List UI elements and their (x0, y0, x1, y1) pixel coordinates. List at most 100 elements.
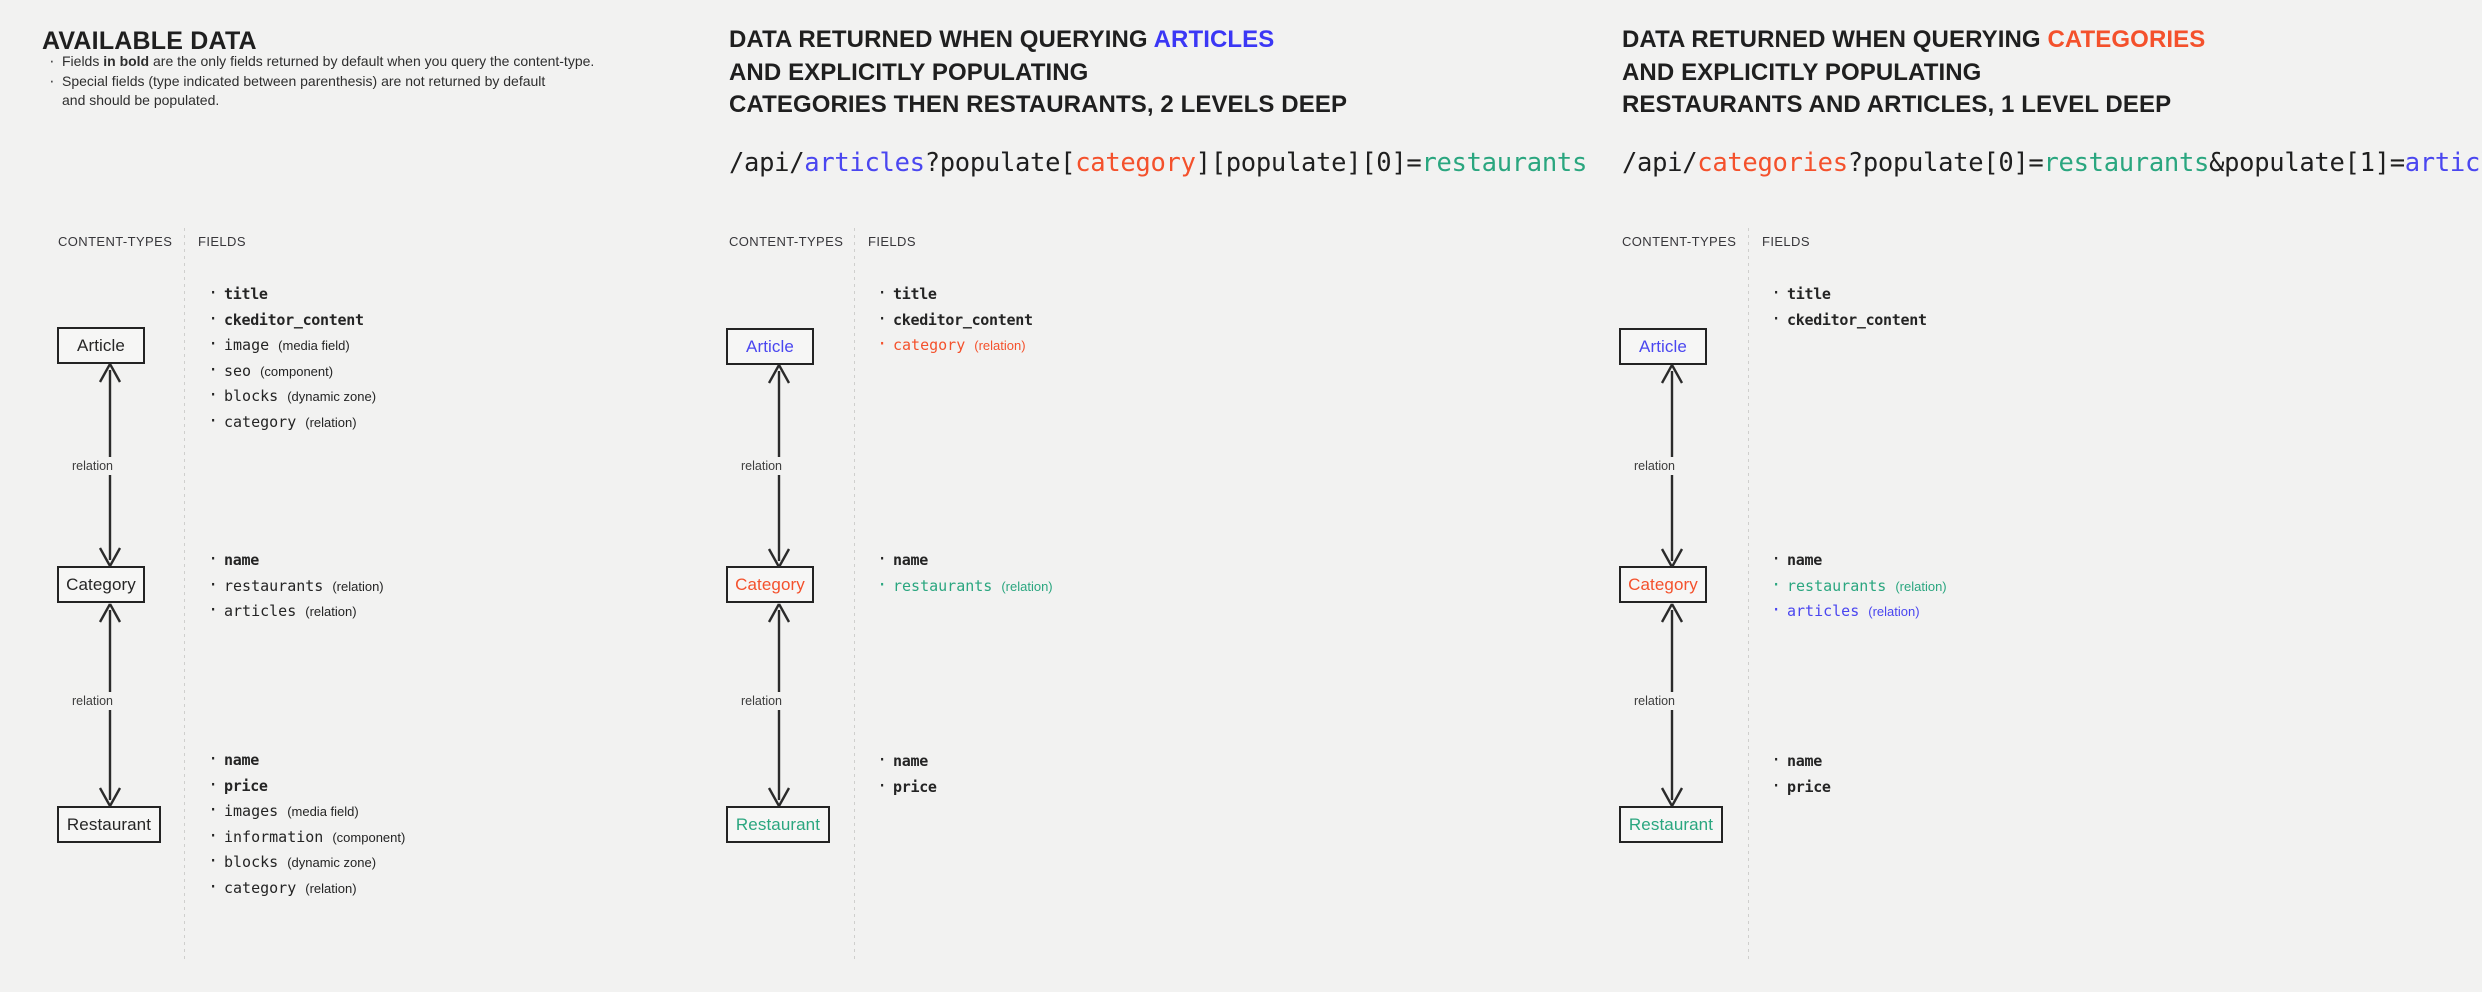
field-list-restaurant: namepriceimages(media field)information(… (206, 747, 406, 902)
field-name: restaurants (893, 576, 993, 595)
field-name: seo (224, 361, 252, 380)
url-segment-0: /api/ (729, 148, 805, 178)
field-list-restaurant: name price (1769, 748, 1831, 801)
entity-box-restaurant[interactable]: Restaurant (1619, 806, 1723, 843)
entity-box-category-label: Category (66, 574, 136, 594)
url-segment-0: /api/ (1622, 148, 1698, 178)
panel-title-categories-line3: RESTAURANTS AND ARTICLES, 1 LEVEL DEEP (1622, 91, 2172, 118)
legend-bullet-1-bold: in bold (103, 53, 150, 69)
entity-box-category[interactable]: Category (1619, 566, 1707, 603)
entity-box-restaurant-label: Restaurant (1628, 814, 1714, 834)
legend-bullet-2-continuation: and should be populated. (62, 92, 220, 108)
field-type: (dynamic zone) (287, 389, 377, 405)
entity-box-article[interactable]: Article (726, 328, 814, 365)
entity-box-category[interactable]: Category (726, 566, 814, 603)
entity-box-category-label: Category (735, 574, 805, 594)
field-row-title: title (875, 281, 1033, 308)
field-row-name: name (875, 748, 937, 775)
panel-title-articles-line2: AND EXPLICITLY POPULATING (729, 58, 1089, 86)
column-header-content-types: CONTENT-TYPES (58, 234, 173, 249)
field-type: (relation) (974, 338, 1026, 354)
entity-box-category-label: Category (1628, 574, 1698, 594)
column-header-content-types: CONTENT-TYPES (1622, 234, 1737, 249)
panel-query-articles: DATA RETURNED WHEN QUERYING ARTICLES AND… (720, 0, 1620, 992)
field-row-category: category(relation) (206, 875, 405, 902)
legend-bullet-1-pre: Fields (62, 53, 104, 69)
legend-bullet-1-post: are the only fields returned by default … (149, 53, 595, 69)
field-row-restaurants: restaurants (relation) (875, 573, 1053, 600)
entity-box-restaurant[interactable]: Restaurant (57, 806, 161, 843)
field-type: (relation) (1895, 578, 1947, 594)
field-row-images: images(media field) (206, 798, 405, 825)
field-name: name (893, 551, 928, 569)
field-name: price (1787, 777, 1831, 796)
field-row-ckeditor_content: ckeditor_content (206, 307, 376, 334)
entity-box-restaurant-label: Restaurant (735, 814, 821, 834)
field-row-image: image (media field) (206, 332, 376, 359)
panel-title-categories: DATA RETURNED WHEN QUERYING CATEGORIES A… (1622, 24, 2205, 122)
field-type: (component) (332, 829, 406, 845)
entity-box-restaurant-label: Restaurant (66, 814, 152, 834)
panel-query-categories: DATA RETURNED WHEN QUERYING CATEGORIES A… (1610, 0, 2482, 992)
field-row-restaurants: restaurants (relation) (206, 573, 384, 600)
field-row-articles: articles(relation) (1769, 598, 1947, 625)
field-name: title (224, 285, 268, 303)
panel-title-categories-line1: DATA RETURNED WHEN QUERYING CATEGORIES (1622, 24, 2205, 57)
field-name: information (224, 827, 324, 846)
field-row-price: price (1769, 774, 1831, 801)
panel-title-articles-accent: ARTICLES (1153, 26, 1275, 53)
field-type: (media field) (278, 338, 350, 354)
field-name: restaurants (224, 576, 324, 595)
field-name: ckeditor_content (893, 310, 1033, 329)
field-name: price (224, 776, 268, 795)
panel-title-articles-prefix: DATA RETURNED WHEN QUERYING (729, 26, 1154, 53)
entity-box-article[interactable]: Article (57, 327, 145, 364)
field-row-blocks: blocks(dynamic zone) (206, 849, 405, 876)
column-header-fields: FIELDS (198, 234, 246, 249)
field-name: name (1787, 752, 1822, 770)
field-type: (relation) (1001, 578, 1053, 594)
legend-bullets: Fields in bold are the only fields retur… (45, 51, 665, 111)
field-row-name: name (875, 547, 1053, 574)
url-segment-4: ][populate][0]= (1195, 148, 1422, 178)
entity-box-article[interactable]: Article (1619, 328, 1707, 365)
field-name: images (224, 802, 279, 821)
field-row-blocks: blocks (dynamic zone) (206, 383, 377, 410)
column-divider (184, 228, 185, 960)
url-segment-3: category (1075, 148, 1196, 178)
field-list-article: title ckeditor_content category (relation) (875, 281, 1033, 359)
field-row-name: name (1769, 547, 1947, 574)
panel-title-articles: DATA RETURNED WHEN QUERYING ARTICLES AND… (729, 24, 1347, 122)
field-name: image (224, 336, 270, 355)
url-segment-4: &populate[1]= (2209, 148, 2405, 178)
field-row-title: title (206, 281, 376, 308)
panel-title-articles-line1: DATA RETURNED WHEN QUERYING ARTICLES (729, 24, 1347, 57)
field-type: (relation) (332, 578, 384, 594)
field-type: (relation) (305, 414, 357, 430)
field-row-name: name (1769, 748, 1831, 775)
url-segment-2: ?populate[ (924, 148, 1076, 178)
relation-label-category-restaurant: relation (1630, 692, 1679, 710)
entity-box-category[interactable]: Category (57, 566, 145, 603)
url-segment-5: articles (2404, 148, 2482, 178)
relation-label-article-category: relation (68, 457, 117, 475)
field-name: blocks (224, 387, 279, 406)
panel-title-categories-accent: CATEGORIES (2047, 26, 2206, 53)
field-row-price: price (206, 773, 405, 800)
panel-title-articles-line3: CATEGORIES THEN RESTAURANTS, 2 LEVELS DE… (729, 91, 1348, 118)
field-list-article: title ckeditor_contentimage (media field) s… (206, 281, 377, 436)
field-name: category (893, 336, 966, 355)
panel-available-data: AVAILABLE DATA Fields in bold are the on… (0, 0, 860, 992)
field-name: ckeditor_content (224, 310, 364, 329)
field-row-ckeditor_content: ckeditor_content (875, 307, 1033, 334)
field-row-name: name (206, 547, 384, 574)
entity-box-article-label: Article (746, 336, 794, 356)
field-name: restaurants (1787, 576, 1887, 595)
field-name: title (1787, 285, 1831, 303)
page-title: AVAILABLE DATA (42, 27, 257, 55)
field-row-information: information (component) (206, 824, 406, 851)
entity-box-restaurant[interactable]: Restaurant (726, 806, 830, 843)
field-name: price (893, 777, 937, 796)
column-header-fields: FIELDS (868, 234, 916, 249)
field-type: (dynamic zone) (287, 855, 377, 871)
